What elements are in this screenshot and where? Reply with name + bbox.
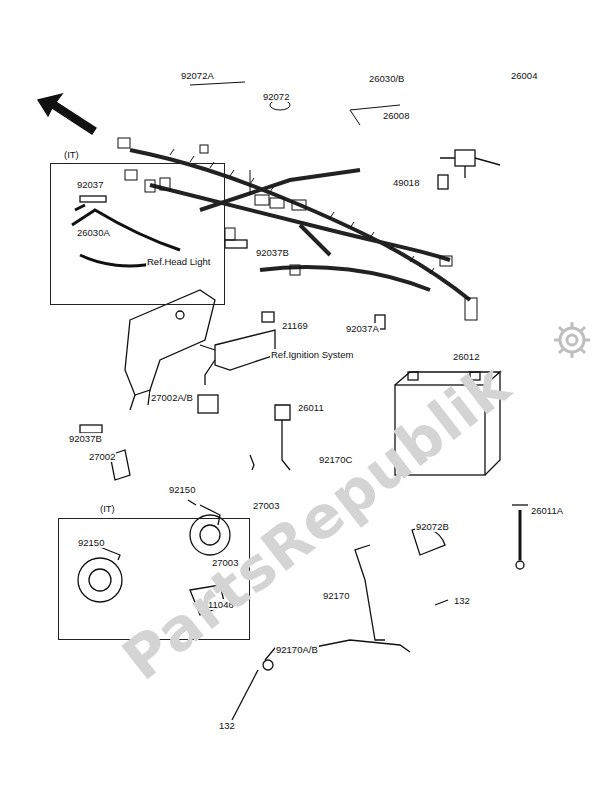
callout-number: 26008 xyxy=(382,110,410,121)
ignition-coil xyxy=(200,312,385,385)
callout-number: 27002 xyxy=(88,451,116,462)
callout-number: 92037 xyxy=(76,179,104,190)
group-box: (IT)9203726030A xyxy=(50,163,225,305)
callout-number: 21169 xyxy=(281,320,309,331)
connectors xyxy=(118,82,477,320)
direction-arrow xyxy=(38,94,96,134)
group-marker: (IT) xyxy=(99,503,116,514)
callout-number: 92072 xyxy=(262,91,290,102)
callout-number: 49018 xyxy=(392,177,420,188)
relay xyxy=(438,150,500,189)
callout-number: 132 xyxy=(453,595,471,606)
callout-number: 92037B xyxy=(255,247,290,258)
callout-number: 27002A/B xyxy=(150,392,194,403)
group-marker: (IT) xyxy=(63,149,80,160)
callout-number: 26030/B xyxy=(368,73,405,84)
callout-number: 92072B xyxy=(415,521,450,532)
callout-number: 92170A/B xyxy=(275,644,319,655)
relay-parts xyxy=(110,395,290,480)
gear-icon xyxy=(554,322,590,358)
callout-number: 26004 xyxy=(510,70,538,81)
callout-number: 92150 xyxy=(77,537,105,548)
callout-number: 26030A xyxy=(76,227,111,238)
wire-harness xyxy=(130,150,470,300)
callout-number: 92037B xyxy=(68,433,103,444)
callout-number: 92072A xyxy=(180,70,215,81)
callout-number: 92150 xyxy=(168,484,196,495)
callout-number: 92170 xyxy=(322,590,350,601)
callout-number: 132 xyxy=(218,720,236,731)
reference-note: Ref.Head Light xyxy=(146,256,211,267)
callout-number: 26011A xyxy=(530,505,564,516)
reference-note: Ref.Ignition System xyxy=(270,349,354,360)
callout-number: 26011 xyxy=(297,402,325,413)
callout-number: 92037A xyxy=(345,323,380,334)
headlight-bracket xyxy=(80,240,247,433)
